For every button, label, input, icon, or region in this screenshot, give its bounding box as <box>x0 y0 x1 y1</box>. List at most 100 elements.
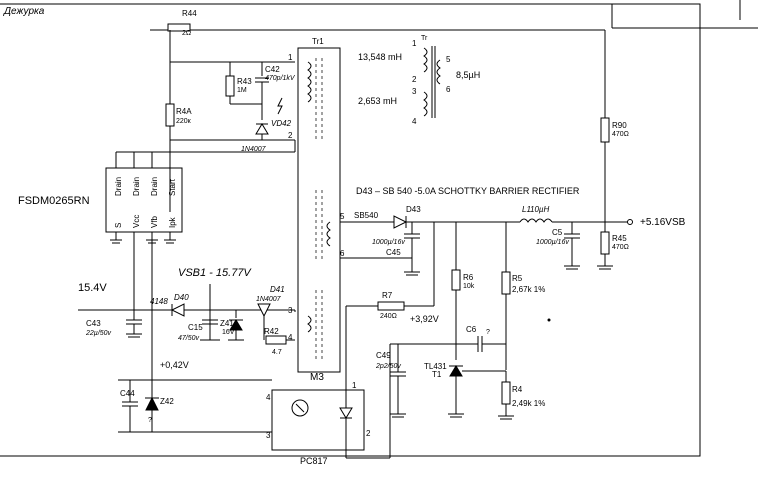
r5-resistor <box>501 271 511 295</box>
vd42-ref: VD42 <box>271 119 292 128</box>
transformer-tr1 <box>297 47 341 373</box>
c49-value: 2p2/50v <box>375 363 401 370</box>
c5-value: 1000µ/16v <box>536 239 569 246</box>
l1-ref: L1 <box>522 205 531 214</box>
c42-ref: C42 <box>265 65 280 74</box>
r7-ref: R7 <box>382 291 393 300</box>
tr1-aux-winding <box>307 315 312 333</box>
c43-value: 22µ/50v <box>85 330 112 337</box>
ic-pin-vcc: Vcc <box>132 215 141 228</box>
r7-resistor <box>377 301 405 311</box>
r4-value: 2,49k 1% <box>512 399 545 408</box>
r45-value: 470Ω <box>612 244 629 251</box>
tr1-pin-2: 2 <box>288 131 293 140</box>
c44-ref: C44 <box>120 389 135 398</box>
ic-pin-drain-1: Drain <box>114 177 123 196</box>
tr1-pin-6: 6 <box>340 249 345 258</box>
r6-ref: R6 <box>463 273 474 282</box>
net-v042: +0,42V <box>160 360 189 370</box>
legend-primary: 13,548 mH <box>358 52 402 62</box>
c45-value: 1000µ/16v <box>372 239 405 246</box>
r43-value: 1M <box>237 87 247 94</box>
m3-ref: M3 <box>310 372 324 383</box>
tr1-primary-winding <box>307 61 312 103</box>
m3-pin-1: 1 <box>352 381 357 390</box>
z42-value: ? <box>148 417 152 424</box>
r42-value: 4.7 <box>272 349 282 356</box>
z42-ref: Z42 <box>160 397 174 406</box>
m3-pin-2: 2 <box>366 429 371 438</box>
r43-ref: R43 <box>237 77 252 86</box>
tr1-ref: Tr1 <box>312 37 324 46</box>
legend-ref: Tr <box>421 35 428 42</box>
r44-resistor <box>167 23 191 32</box>
m3-part: PC817 <box>300 456 328 466</box>
ic-fsdm0265rn <box>105 167 183 233</box>
r44-ref: R44 <box>182 9 197 18</box>
r5-ref: R5 <box>512 274 523 283</box>
r4a-resistor <box>165 103 175 127</box>
legend-pin-1: 1 <box>412 39 417 48</box>
l1-inductor <box>519 218 553 223</box>
c43-ref: C43 <box>86 319 101 328</box>
opto-m3-pc817 <box>271 389 365 451</box>
ic-pin-drain-2: Drain <box>132 177 141 196</box>
c42-value: 470p/1kV <box>265 75 296 82</box>
c15-ref: C15 <box>188 323 203 332</box>
schematic-title: Дежурка <box>3 6 45 17</box>
m3-pin-4: 4 <box>266 393 271 402</box>
r5-value: 2,67k 1% <box>512 285 545 294</box>
legend-pin-5: 5 <box>446 55 451 64</box>
tr1-secondary-winding <box>326 221 331 247</box>
ic-pin-ipk: Ipk <box>168 216 177 228</box>
c15-capacitor <box>202 319 218 325</box>
ic-pin-start: Start <box>168 178 177 196</box>
r45-ref: R45 <box>612 234 627 243</box>
tr1-pin-1: 1 <box>288 53 293 62</box>
d40-diode <box>170 303 185 317</box>
z41-ref: Z41 <box>220 319 234 328</box>
net-v15: 15.4V <box>78 282 107 294</box>
r90-ref: R90 <box>612 121 627 130</box>
r90-resistor <box>600 117 610 143</box>
d43-value: SB540 <box>354 211 379 220</box>
r45-resistor <box>600 231 610 255</box>
r4a-ref: R4A <box>176 107 192 116</box>
legend-pin-4: 4 <box>412 117 417 126</box>
d43-ref: D43 <box>406 205 421 214</box>
tr1-pin-5: 5 <box>340 212 345 221</box>
d41-diode <box>257 303 271 318</box>
r44-value: 2Ω <box>182 30 191 37</box>
junction-dot <box>547 318 551 322</box>
ic-pin-s: S <box>114 223 123 228</box>
c15-value: 47/50v <box>178 335 200 342</box>
d41-ref: D41 <box>270 285 285 294</box>
legend-pin-6: 6 <box>446 85 451 94</box>
legend-pin-3: 3 <box>412 87 417 96</box>
net-v392: +3,92V <box>410 314 439 324</box>
r6-value: 10k <box>463 283 475 290</box>
legend-secondary: 8,5µH <box>456 70 480 80</box>
r4-resistor <box>501 381 511 405</box>
legend-pin-2: 2 <box>412 75 417 84</box>
r6-resistor <box>451 269 461 291</box>
d41-value: 1N4007 <box>256 296 282 303</box>
z41-value: 16V <box>222 329 235 336</box>
tl431-sub: T1 <box>432 370 442 379</box>
r7-value: 240Ω <box>380 313 397 320</box>
r4-ref: R4 <box>512 385 523 394</box>
d40-value: 4148 <box>150 297 168 306</box>
ic-pin-vfb: Vfb <box>150 215 159 228</box>
legend-aux: 2,653 mH <box>358 96 397 106</box>
r42-ref: R42 <box>264 327 279 336</box>
tl431-ref: TL431 <box>424 362 447 371</box>
ic-pin-drain-3: Drain <box>150 177 159 196</box>
r90-value: 470Ω <box>612 131 629 138</box>
vd42-value: 1N4007 <box>241 146 267 153</box>
r43-resistor <box>225 75 235 97</box>
c49-ref: C49 <box>376 351 391 360</box>
d40-ref: D40 <box>174 293 189 302</box>
c5-ref: C5 <box>552 228 563 237</box>
c45-ref: C45 <box>386 248 401 257</box>
